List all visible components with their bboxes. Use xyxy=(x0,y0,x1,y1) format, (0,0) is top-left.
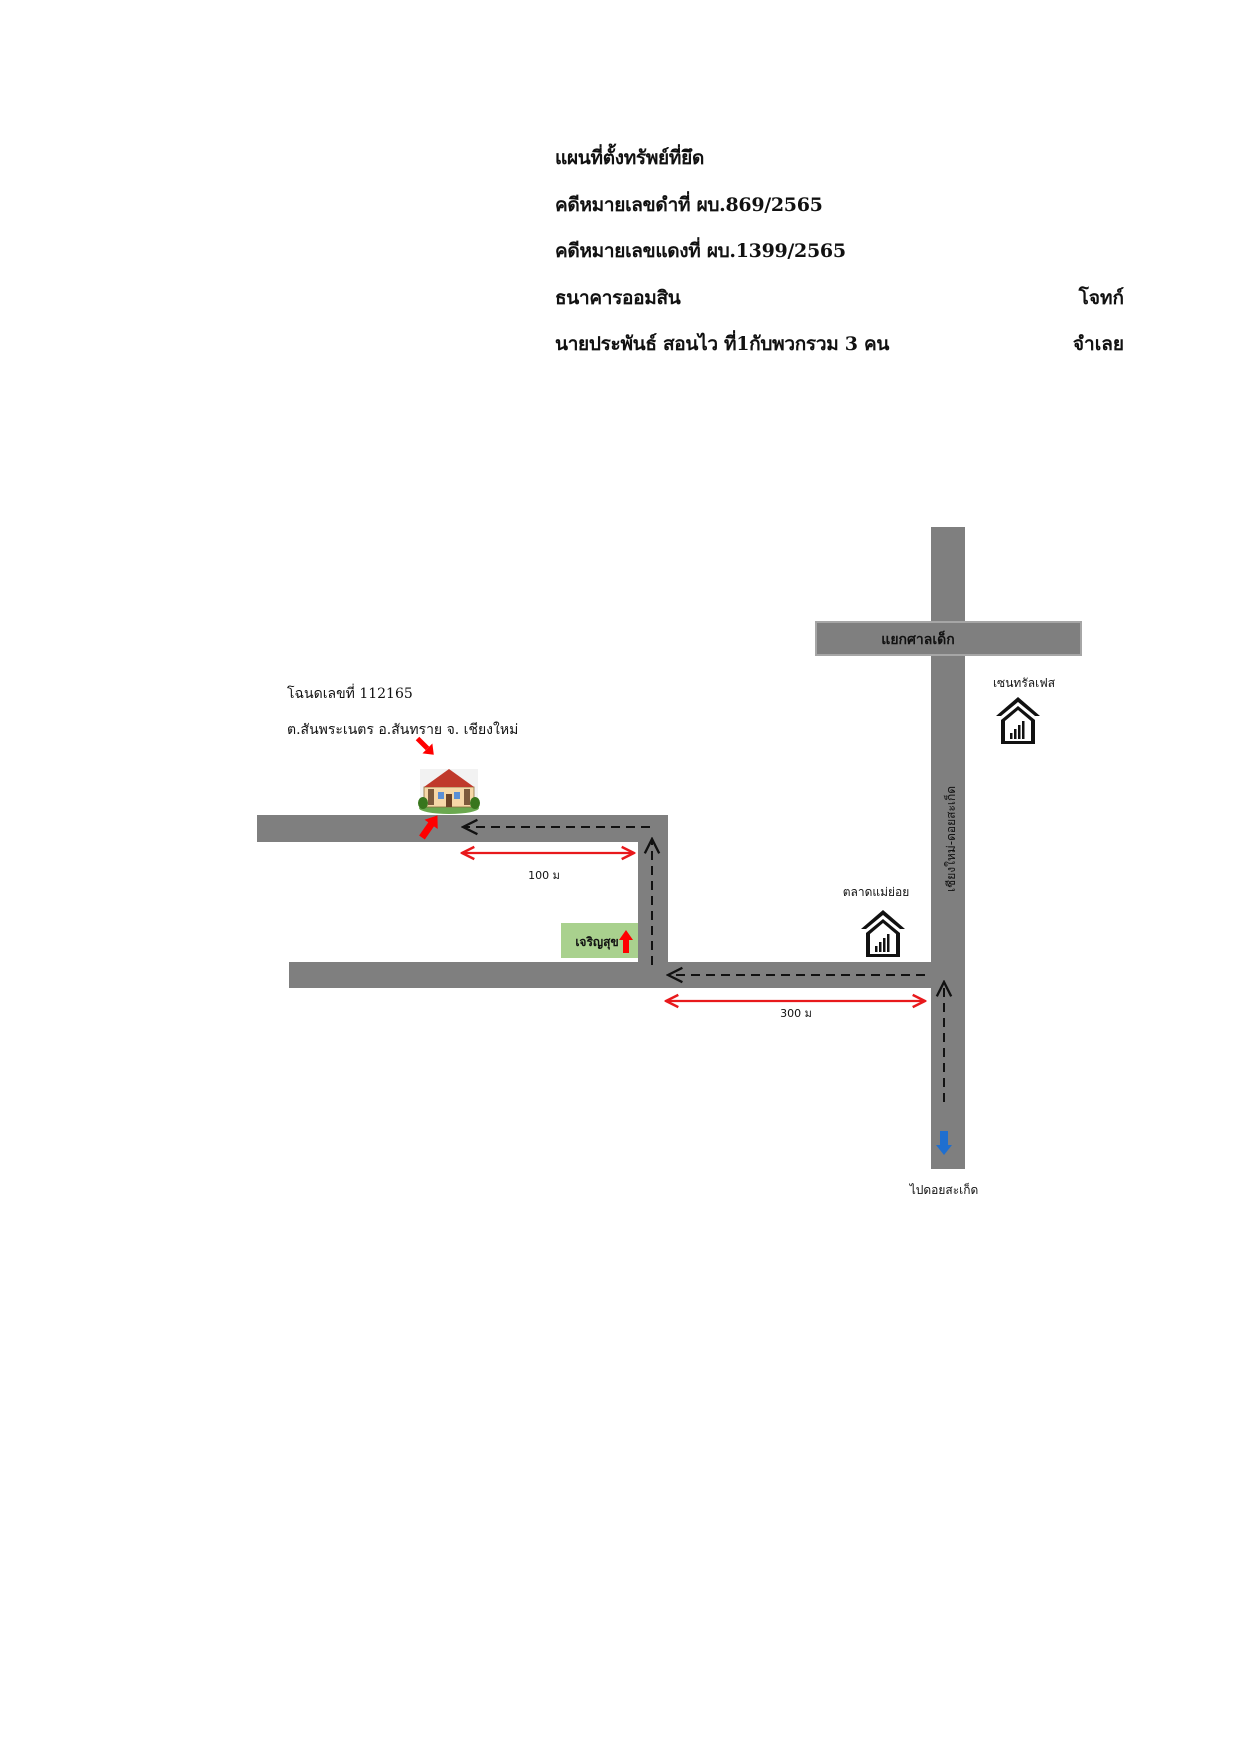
route-path xyxy=(463,827,944,1102)
defendant-role: จำเลย xyxy=(1072,333,1124,355)
distance-label-100m: 100 ม xyxy=(528,869,560,882)
arrow-up-icon xyxy=(619,930,633,953)
property-pointer-arrows xyxy=(415,736,438,840)
intersection-label: แยกศาลเด็ก xyxy=(881,630,954,648)
market-label: ตลาดแม่ย่อย xyxy=(843,885,910,899)
south-direction-label: ไปดอยสะเก็ด xyxy=(909,1182,979,1197)
distance-label-300m: 300 ม xyxy=(780,1007,812,1020)
black-case-number: คดีหมายเลขดำที่ ผบ.869/2565 xyxy=(555,194,823,216)
plaintiff-role: โจทก์ xyxy=(1078,287,1124,309)
plaintiff-name: ธนาคารออมสิน xyxy=(555,287,681,309)
page-title: แผนที่ตั้งทรัพย์ที่ยึด xyxy=(555,147,704,169)
arrow-up-right-icon xyxy=(419,815,438,840)
deed-number-label: โฉนดเลขที่ 112165 xyxy=(287,684,413,702)
central-festival-label: เซนทรัลเฟส xyxy=(993,676,1056,690)
deed-location-label: ต.สันพระเนตร อ.สันทราย จ. เชียงใหม่ xyxy=(287,721,518,738)
arrow-down-right-icon xyxy=(415,736,434,755)
house-icon xyxy=(418,769,480,814)
soi-sign: เจริญสุข xyxy=(561,923,638,958)
cross-road xyxy=(815,621,1082,656)
building-icon xyxy=(996,697,1040,744)
soi-sign-label: เจริญสุข xyxy=(575,935,618,950)
building-icon xyxy=(861,910,905,957)
upper-soi-road xyxy=(257,815,668,842)
main-road-label: เชียงใหม่-ดอยสะเก็ด xyxy=(943,786,958,892)
arrow-down-icon xyxy=(936,1131,952,1155)
red-case-number: คดีหมายเลขแดงที่ ผบ.1399/2565 xyxy=(555,240,846,262)
defendant-name: นายประพันธ์ สอนไว ที่1กับพวกรวม 3 คน xyxy=(555,333,890,355)
lower-soi-road xyxy=(289,962,933,988)
